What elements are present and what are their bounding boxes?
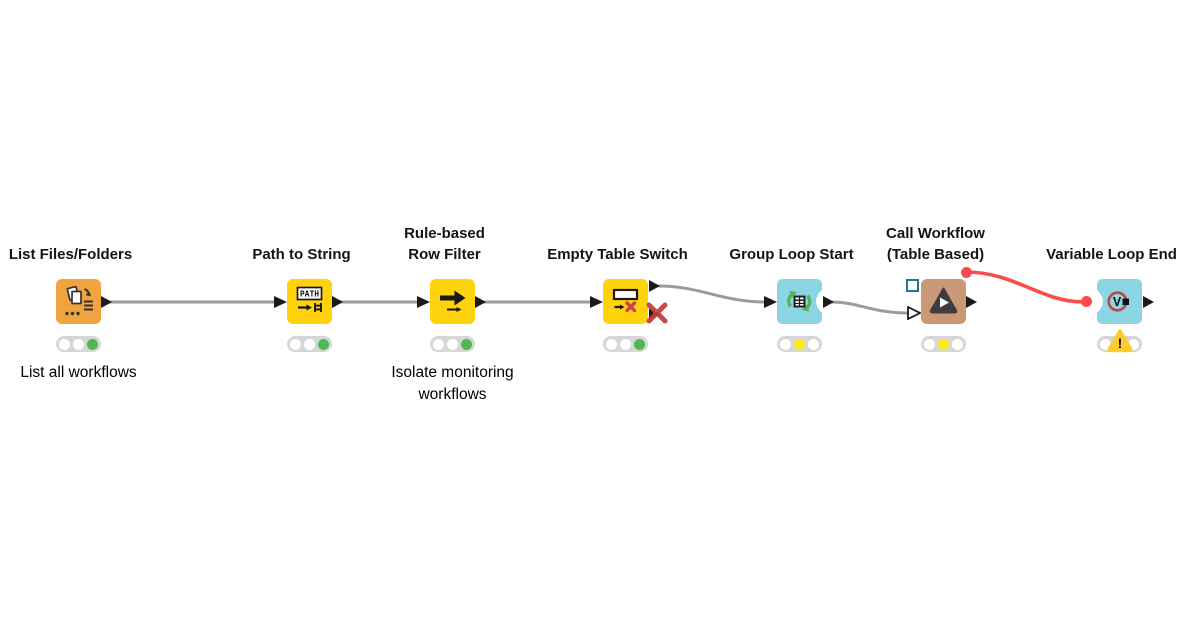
input-port[interactable] — [590, 295, 603, 308]
output-port[interactable] — [475, 295, 486, 308]
node-path-to-string[interactable]: Path to String PATH — [252, 246, 351, 352]
status-yellow-light — [938, 338, 949, 350]
node-empty-table-switch[interactable]: Empty Table Switch — [547, 246, 688, 352]
node-body-list-files-folders[interactable] — [56, 279, 101, 324]
status-yellow-light — [620, 338, 631, 350]
status-green-light — [808, 338, 819, 350]
node-body-group-loop-start[interactable] — [777, 279, 822, 324]
node-body-call-workflow[interactable] — [921, 279, 966, 324]
output-port[interactable] — [332, 295, 343, 308]
wire-flowvariable-callworkflow-to-loopend[interactable] — [964, 270, 1085, 304]
traffic-light — [777, 336, 822, 352]
wire-switch-to-loopstart[interactable] — [657, 284, 768, 304]
status-red-light — [606, 338, 617, 350]
status-yellow-light — [73, 338, 84, 350]
status-yellow-light — [304, 338, 315, 350]
flow-variable-input-port[interactable] — [1081, 296, 1092, 307]
node-call-workflow-table-based[interactable]: Call Workflow (Table Based) — [886, 225, 985, 352]
status-red-light — [1100, 338, 1111, 350]
status-red-light — [433, 338, 444, 350]
node-group-loop-start[interactable]: Group Loop Start — [729, 246, 854, 352]
node-label[interactable]: Call Workflow (Table Based) — [886, 224, 985, 264]
node-label[interactable]: Empty Table Switch — [547, 246, 688, 264]
traffic-light — [430, 336, 475, 352]
status-red-light — [780, 338, 791, 350]
status-red-light — [924, 338, 935, 350]
status-yellow-light — [794, 338, 805, 350]
input-port[interactable] — [274, 295, 287, 308]
node-list-files-folders[interactable]: List Files/Folders — [9, 246, 137, 381]
loop-end-v-text: V — [1113, 295, 1122, 309]
node-rule-based-row-filter[interactable]: Rule-based Row Filter Isolate monitoring… — [391, 225, 513, 403]
traffic-light — [287, 336, 332, 352]
node-label[interactable]: Variable Loop End — [1046, 246, 1177, 264]
node-label[interactable]: List Files/Folders — [8, 246, 133, 264]
node-label[interactable]: Path to String — [252, 246, 351, 264]
output-port[interactable] — [966, 295, 977, 308]
wire-loopstart-to-callworkflow[interactable] — [830, 300, 910, 315]
node-annotation[interactable]: Isolate monitoring workflows — [391, 364, 514, 403]
node-variable-loop-end[interactable]: Variable Loop End V ! — [1046, 246, 1177, 353]
warning-icon: ! — [1107, 329, 1132, 353]
variable-loop-end-icon: V — [1107, 291, 1129, 312]
status-red-light — [290, 338, 301, 350]
node-label[interactable]: Group Loop Start — [729, 246, 854, 264]
files-list-icon — [65, 285, 93, 316]
flow-variable-output-port[interactable] — [961, 267, 972, 278]
output-port[interactable] — [823, 295, 834, 308]
traffic-light — [56, 336, 101, 352]
status-green-light — [461, 338, 472, 350]
path-to-string-icon: PATH — [296, 286, 323, 312]
node-body-rule-based-row-filter[interactable] — [430, 279, 475, 324]
traffic-light — [921, 336, 966, 352]
node-body-path-to-string[interactable]: PATH — [287, 279, 332, 324]
node-body-variable-loop-end[interactable]: V — [1097, 279, 1142, 324]
status-green-light — [952, 338, 963, 350]
status-red-light — [59, 338, 70, 350]
optional-table-input-port[interactable] — [907, 306, 921, 320]
status-yellow-light — [447, 338, 458, 350]
status-green-light — [87, 338, 98, 350]
node-body-empty-table-switch[interactable] — [603, 279, 648, 324]
status-green-light — [1128, 338, 1139, 350]
node-annotation[interactable]: List all workflows — [20, 364, 137, 381]
output-port[interactable] — [101, 295, 112, 308]
input-port[interactable] — [417, 295, 430, 308]
output-port-active-branch[interactable] — [649, 280, 660, 292]
status-green-light — [634, 338, 645, 350]
row-filter-arrow-icon — [440, 290, 466, 312]
traffic-light — [603, 336, 648, 352]
path-icon-text: PATH — [300, 290, 319, 299]
warning-exclamation: ! — [1117, 335, 1122, 351]
status-green-light — [318, 338, 329, 350]
node-label[interactable]: Rule-based Row Filter — [404, 224, 485, 264]
inactive-branch-x-icon — [646, 302, 668, 324]
output-port[interactable] — [1143, 295, 1154, 308]
workflow-input-port[interactable] — [906, 279, 919, 292]
input-port[interactable] — [764, 295, 777, 308]
group-loop-icon — [787, 290, 812, 312]
empty-table-switch-icon — [612, 288, 639, 313]
call-workflow-triangle-icon — [929, 287, 958, 314]
